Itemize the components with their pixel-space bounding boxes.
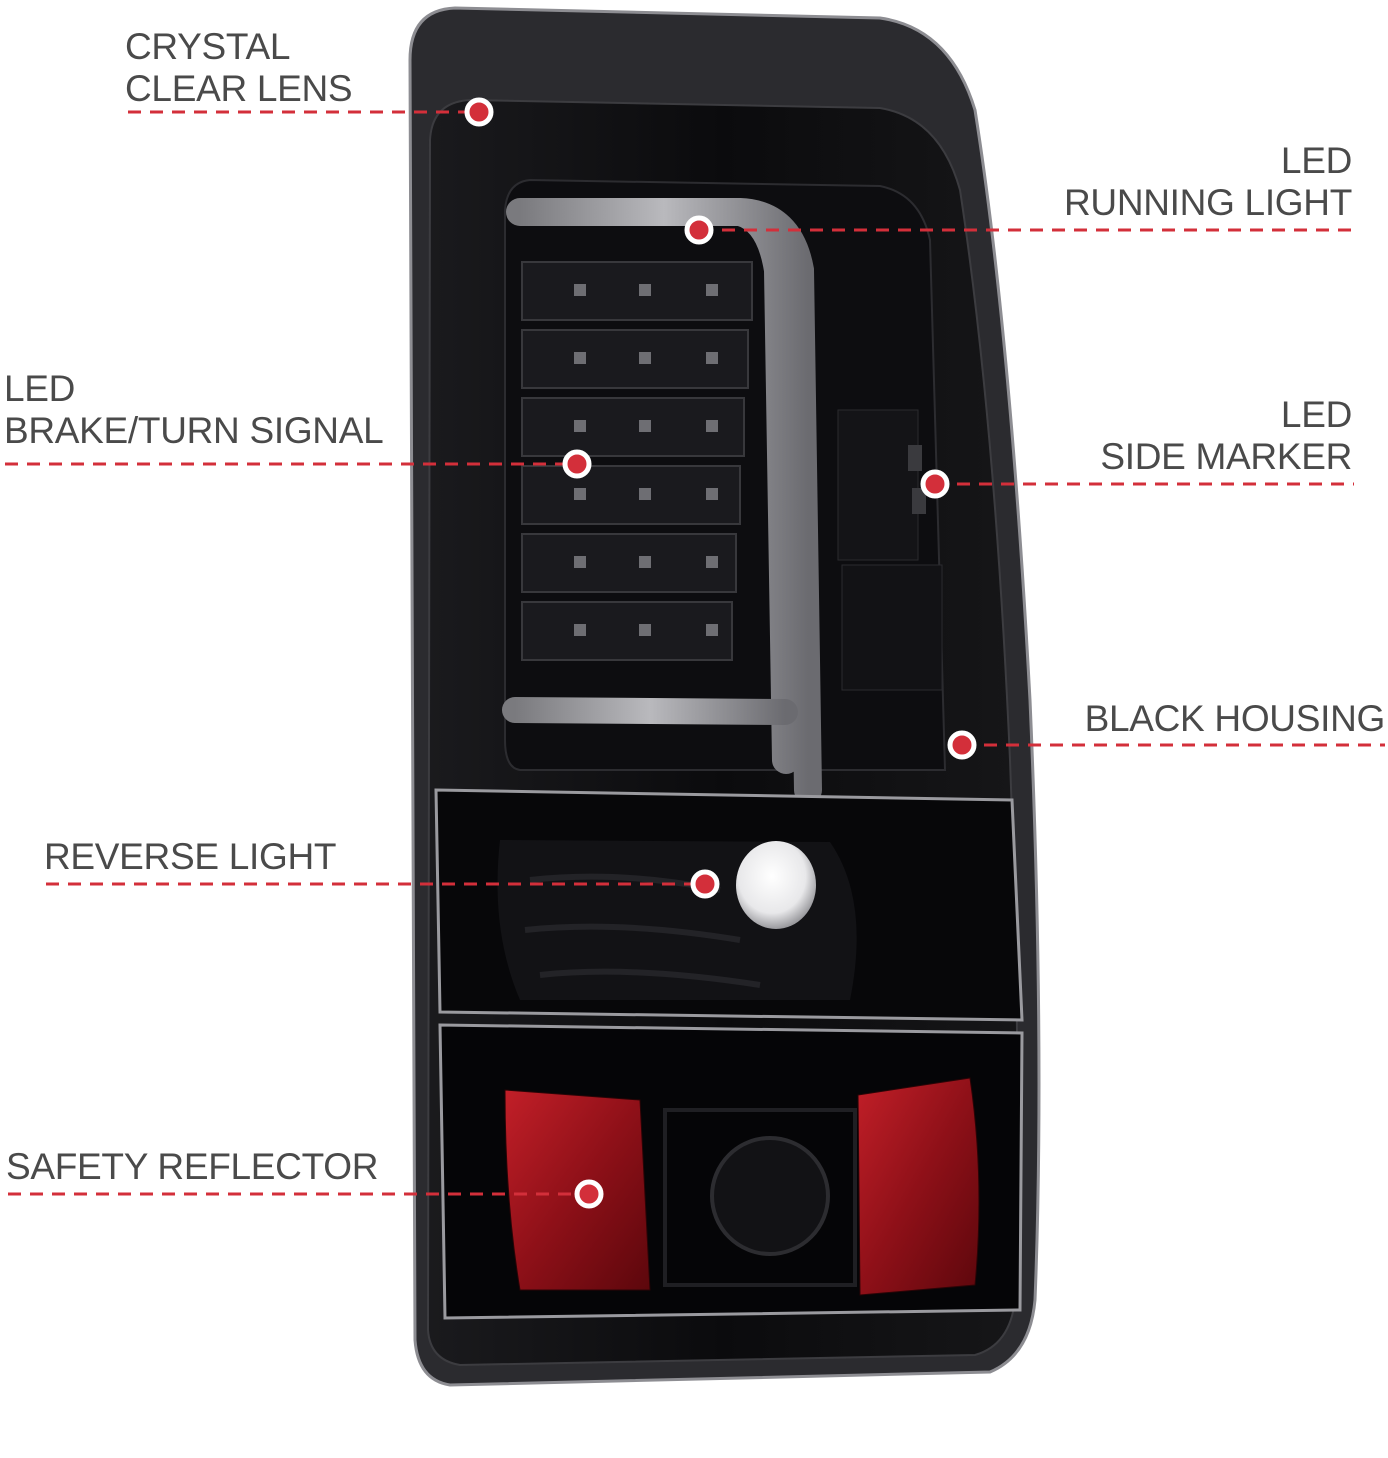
led-chip — [639, 284, 651, 296]
label-led-brake-turn-signal-line1: LED — [4, 368, 76, 409]
led-chip — [639, 624, 651, 636]
callout-dot-led-side-marker — [920, 469, 950, 499]
label-safety-reflector: SAFETY REFLECTOR — [6, 1146, 378, 1188]
callout-dot-led-brake-turn-signal — [562, 449, 592, 479]
reflector-center-frame — [663, 1108, 857, 1287]
led-row — [521, 465, 741, 525]
led-rows — [521, 261, 753, 661]
led-chip — [574, 284, 586, 296]
reverse-bulb — [736, 841, 816, 929]
callout-dots — [464, 97, 977, 1209]
led-chip — [706, 352, 718, 364]
label-reverse-light-line1: REVERSE LIGHT — [44, 836, 337, 877]
led-light-tube — [506, 198, 822, 804]
label-black-housing-line1: BLACK HOUSING — [1084, 698, 1386, 739]
led-chip — [639, 420, 651, 432]
side-panel-2 — [841, 564, 943, 691]
led-chip — [574, 624, 586, 636]
label-crystal-clear-lens-line2: CLEAR LENS — [125, 68, 353, 109]
label-led-side-marker: LED SIDE MARKER — [1100, 394, 1352, 478]
callout-dot-crystal-clear-lens — [464, 97, 494, 127]
led-chip — [639, 556, 651, 568]
side-marker-led-2 — [912, 488, 926, 514]
callout-dot-safety-reflector — [574, 1179, 604, 1209]
reflector-center-plug — [710, 1136, 830, 1256]
led-chip — [639, 352, 651, 364]
label-crystal-clear-lens-line1: CRYSTAL — [125, 26, 291, 67]
led-light-tube-bottom — [502, 697, 798, 725]
label-led-running-light: LED RUNNING LIGHT — [1064, 140, 1352, 224]
led-chip — [574, 420, 586, 432]
side-panel-1 — [837, 409, 919, 561]
led-row — [521, 329, 749, 389]
led-chip — [706, 624, 718, 636]
callout-dot-led-running-light — [684, 215, 714, 245]
label-crystal-clear-lens: CRYSTAL CLEAR LENS — [125, 26, 353, 110]
safety-reflector-right — [857, 1077, 980, 1296]
led-chip — [706, 284, 718, 296]
led-chip — [639, 488, 651, 500]
label-led-side-marker-line2: SIDE MARKER — [1100, 436, 1352, 477]
label-led-running-light-line2: RUNNING LIGHT — [1064, 182, 1352, 223]
led-chip — [574, 488, 586, 500]
callout-dot-black-housing — [947, 730, 977, 760]
label-led-brake-turn-signal-line2: BRAKE/TURN SIGNAL — [4, 410, 384, 451]
label-led-side-marker-line1: LED — [1280, 394, 1352, 435]
led-chip — [706, 556, 718, 568]
label-black-housing: BLACK HOUSING — [1084, 698, 1386, 740]
label-led-running-light-line1: LED — [1280, 140, 1352, 181]
side-marker-led-1 — [908, 445, 922, 471]
led-chip — [706, 488, 718, 500]
led-row — [521, 533, 737, 593]
label-safety-reflector-line1: SAFETY REFLECTOR — [6, 1146, 379, 1187]
led-chip — [706, 420, 718, 432]
led-row — [521, 601, 733, 661]
led-chip — [574, 352, 586, 364]
label-led-brake-turn-signal: LED BRAKE/TURN SIGNAL — [4, 368, 384, 452]
led-chip — [574, 556, 586, 568]
label-reverse-light: REVERSE LIGHT — [44, 836, 336, 878]
callout-dot-reverse-light — [690, 869, 720, 899]
callout-lines — [5, 110, 1385, 1196]
